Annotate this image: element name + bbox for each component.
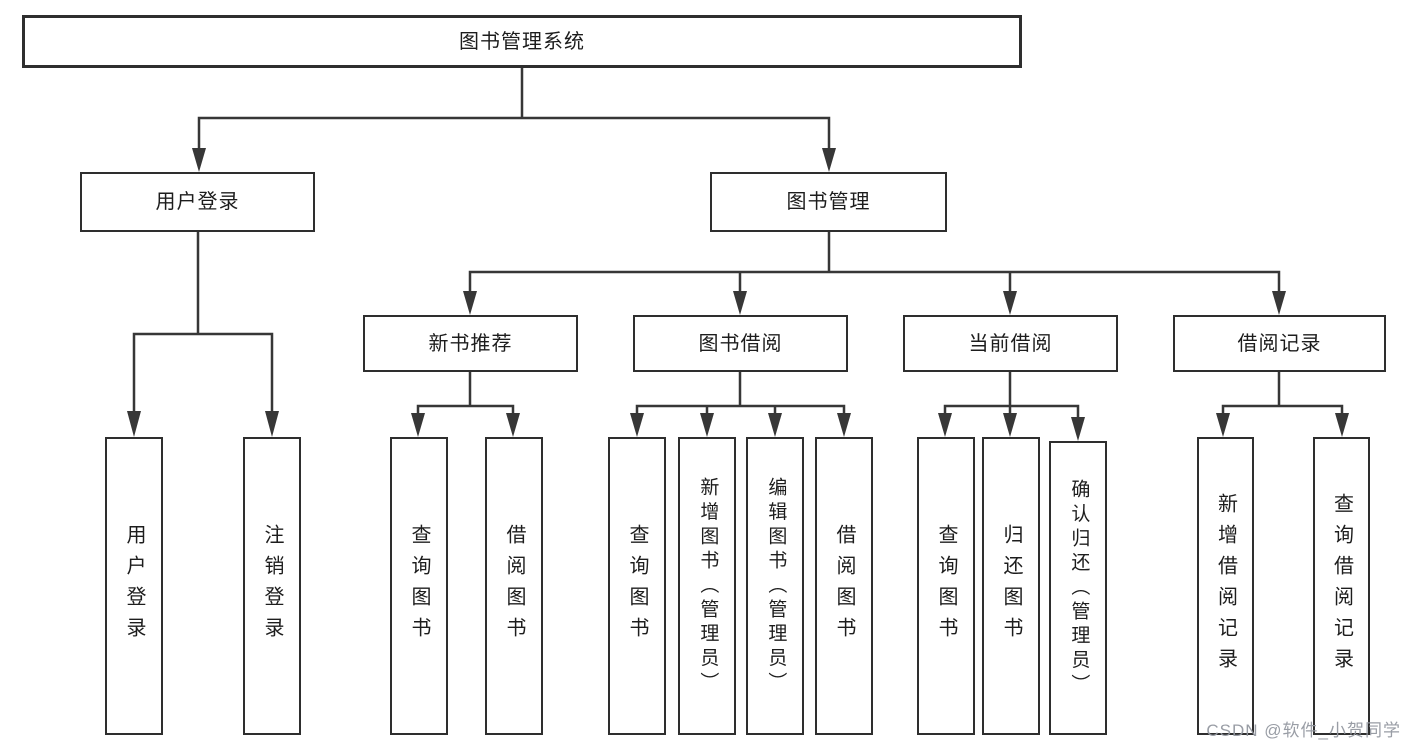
connector-bookmgmt-to-level3 [463,230,1286,315]
leaf-user-login: 用户登录 [105,437,163,735]
leaf-newbook-query-book: 查询图书 [390,437,448,735]
leaf-borrow-add-book-admin: 新增图书（管理员） [678,437,736,735]
leaf-borrow-edit-book-admin: 编辑图书（管理员） [746,437,804,735]
node-user-login: 用户登录 [80,172,315,232]
node-book-borrow: 图书借阅 [633,315,848,372]
leaf-borrow-query-book: 查询图书 [608,437,666,735]
node-book-management: 图书管理 [710,172,947,232]
node-current-borrow: 当前借阅 [903,315,1118,372]
node-new-book-recommend: 新书推荐 [363,315,578,372]
leaf-current-query-book: 查询图书 [917,437,975,735]
connector-bookborrow-to-leaves [630,370,851,437]
leaf-newbook-borrow-book: 借阅图书 [485,437,543,735]
leaf-current-return-book: 归还图书 [982,437,1040,735]
leaf-borrow-borrow-book: 借阅图书 [815,437,873,735]
connector-newbook-to-leaves [411,370,520,437]
connector-root-to-level2 [192,66,836,172]
leaf-current-confirm-return-admin: 确认归还（管理员） [1049,441,1107,735]
leaf-record-query-borrow-record: 查询借阅记录 [1313,437,1370,735]
leaf-logout-login: 注销登录 [243,437,301,735]
leaf-record-add-borrow-record: 新增借阅记录 [1197,437,1254,735]
connector-borrowrecord-to-leaves [1216,370,1349,437]
node-borrow-record: 借阅记录 [1173,315,1386,372]
node-library-management-system: 图书管理系统 [22,15,1022,68]
connector-currentborrow-to-leaves [938,370,1085,441]
connector-userlogin-to-leaves [127,230,279,437]
csdn-watermark: CSDN @软件_小贺同学 [1206,721,1401,740]
